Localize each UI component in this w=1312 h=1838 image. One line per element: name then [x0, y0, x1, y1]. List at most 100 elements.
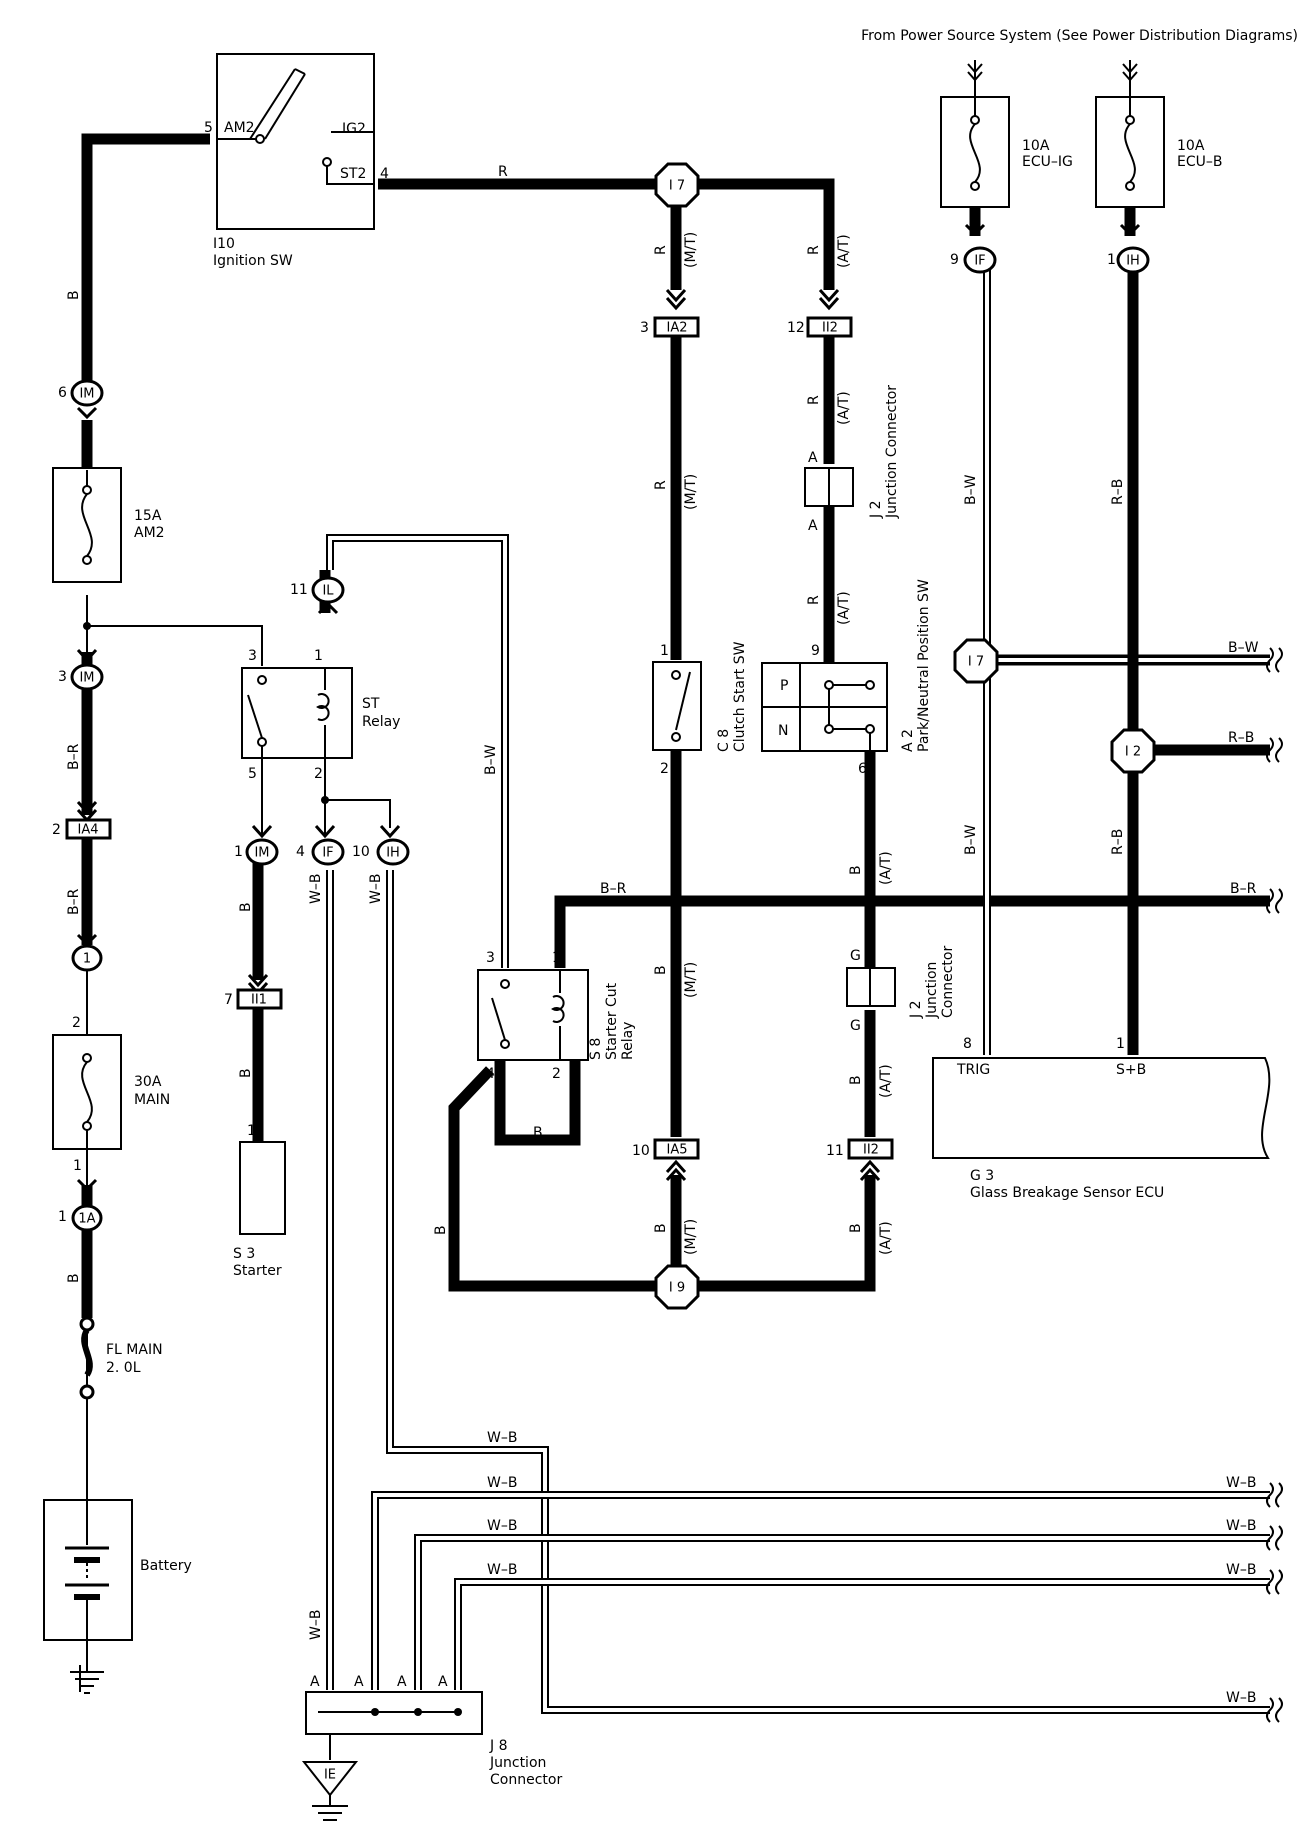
svg-text:R: R	[806, 395, 822, 405]
svg-text:R–B: R–B	[1110, 479, 1126, 505]
wire-labels-vertical: B B–R B–R B B B W–B W–B W–B B–W B R (M/T…	[66, 232, 1126, 1640]
svg-text:2: 2	[72, 1015, 81, 1031]
svg-text:2. 0L: 2. 0L	[106, 1360, 141, 1376]
connector-if-low: 4 IF	[296, 824, 345, 866]
svg-text:AM2: AM2	[134, 525, 165, 541]
svg-text:10A: 10A	[1177, 138, 1205, 154]
svg-text:R: R	[653, 480, 669, 490]
svg-text:1: 1	[1107, 252, 1116, 268]
svg-text:B: B	[238, 1068, 254, 1078]
svg-text:W–B: W–B	[308, 874, 324, 904]
svg-text:Glass Breakage Sensor ECU: Glass Breakage Sensor ECU	[970, 1185, 1164, 1201]
svg-text:IM: IM	[254, 846, 269, 861]
svg-text:W–B: W–B	[487, 1562, 517, 1578]
svg-text:1: 1	[83, 952, 91, 967]
glass-breakage-ecu: 8 1 TRIG S+B G 3 Glass Breakage Sensor E…	[932, 1036, 1271, 1201]
svg-text:IE: IE	[324, 1768, 336, 1783]
svg-text:Starter: Starter	[233, 1263, 282, 1279]
connector-im-st: 1 IM	[234, 824, 279, 866]
svg-text:Starter Cut: Starter Cut	[604, 982, 620, 1060]
svg-text:(M/T): (M/T)	[683, 232, 699, 268]
svg-text:B: B	[533, 1125, 543, 1141]
svg-text:2: 2	[314, 766, 323, 782]
junction-i7-top: I 7	[654, 162, 700, 208]
hollow-wire-inner	[328, 536, 507, 968]
svg-text:1: 1	[73, 1158, 82, 1174]
junction-i9: I 9	[654, 1264, 700, 1310]
connector-ia2: 3 IA2	[640, 288, 700, 338]
starter: 1 S 3 Starter	[233, 1123, 286, 1279]
ground-ie: IE	[301, 1734, 359, 1821]
svg-text:7: 7	[224, 992, 233, 1008]
svg-text:G: G	[850, 948, 861, 964]
svg-text:TRIG: TRIG	[956, 1062, 990, 1078]
svg-text:IL: IL	[322, 584, 334, 599]
svg-text:15A: 15A	[134, 508, 162, 524]
svg-text:8: 8	[963, 1036, 972, 1052]
svg-text:J 8: J 8	[489, 1738, 508, 1754]
fuse-ecu-ig: 10A ECU–IG	[940, 60, 1073, 237]
svg-text:I 7: I 7	[669, 179, 685, 194]
svg-text:30A: 30A	[134, 1074, 162, 1090]
svg-text:6: 6	[58, 385, 67, 401]
svg-text:1: 1	[1116, 1036, 1125, 1052]
hollow-wire-inner	[373, 1493, 1270, 1690]
connector-im-top: 6 IM	[58, 379, 104, 420]
jc-top-label: J 2 Junction Connector	[868, 385, 900, 519]
svg-text:W–B: W–B	[1226, 1562, 1256, 1578]
svg-text:IA4: IA4	[78, 823, 99, 838]
svg-text:R: R	[653, 245, 669, 255]
junction-i7-right: I 7	[953, 638, 999, 684]
svg-text:3: 3	[486, 950, 495, 966]
svg-text:G: G	[850, 1018, 861, 1034]
connector-1: 1	[71, 933, 103, 1040]
connector-il: 11 IL	[290, 576, 345, 615]
svg-text:Junction: Junction	[489, 1755, 546, 1771]
svg-text:Connector: Connector	[940, 946, 956, 1018]
svg-text:(M/T): (M/T)	[683, 962, 699, 998]
svg-text:W–B: W–B	[1226, 1475, 1256, 1491]
svg-text:I 7: I 7	[968, 655, 984, 670]
svg-text:B–R: B–R	[1230, 881, 1257, 897]
fuse-am2: 15A AM2	[52, 467, 165, 583]
svg-text:B–W: B–W	[483, 744, 499, 775]
svg-text:R: R	[806, 595, 822, 605]
connector-im-mid: 3 IM	[58, 648, 104, 815]
connector-ii2-bottom: 11 II2	[826, 1138, 894, 1182]
svg-text:(A/T): (A/T)	[878, 1064, 894, 1098]
st-relay: 3 1 ST Relay 5 2	[241, 648, 400, 835]
svg-text:3: 3	[58, 669, 67, 685]
svg-text:10A: 10A	[1022, 138, 1050, 154]
svg-text:4: 4	[486, 1066, 495, 1082]
svg-text:12: 12	[787, 320, 805, 336]
svg-text:9: 9	[950, 252, 959, 268]
svg-text:ST: ST	[362, 696, 380, 712]
svg-text:(A/T): (A/T)	[836, 591, 852, 625]
svg-text:W–B: W–B	[368, 874, 384, 904]
svg-text:6: 6	[858, 761, 867, 777]
svg-text:B: B	[238, 902, 254, 912]
svg-text:B: B	[66, 1273, 82, 1283]
svg-text:(A/T): (A/T)	[878, 851, 894, 885]
junction-i2: I 2	[1110, 728, 1156, 774]
svg-text:II2: II2	[863, 1143, 879, 1158]
svg-text:1: 1	[247, 1123, 256, 1139]
svg-text:3: 3	[640, 320, 649, 336]
svg-text:1: 1	[552, 950, 561, 966]
svg-text:1A: 1A	[78, 1212, 95, 1227]
svg-text:(M/T): (M/T)	[683, 474, 699, 510]
svg-text:A: A	[397, 1674, 407, 1690]
svg-text:N: N	[778, 723, 788, 739]
svg-text:G 3: G 3	[970, 1168, 994, 1184]
ignition-st2: ST2	[340, 166, 366, 182]
connector-ia5: 10 IA5	[632, 1138, 700, 1182]
svg-text:R: R	[498, 164, 508, 180]
junction-dot-am2	[83, 622, 91, 630]
svg-text:A 2: A 2	[900, 729, 916, 752]
ignition-pin4: 4	[380, 166, 389, 182]
svg-text:B: B	[653, 1223, 669, 1233]
svg-text:3: 3	[248, 648, 257, 664]
svg-text:1: 1	[660, 643, 669, 659]
svg-text:IM: IM	[79, 671, 94, 686]
svg-text:Park/Neutral Position SW: Park/Neutral Position SW	[916, 579, 932, 752]
